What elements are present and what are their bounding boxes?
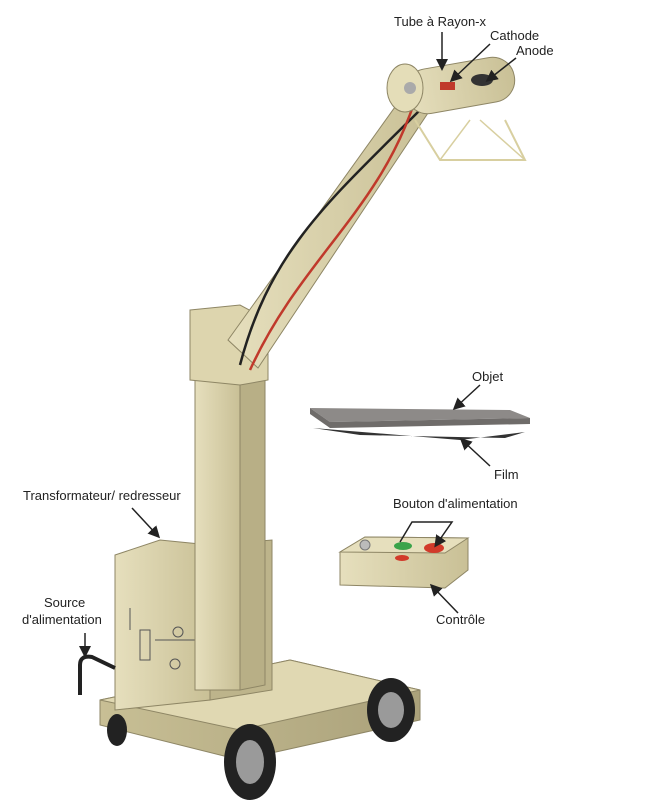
cable-black [238, 109, 421, 366]
label-source-line2: d'alimentation [22, 612, 102, 627]
arm [227, 99, 431, 371]
control-box [338, 536, 470, 589]
label-transformateur: Transformateur/ redresseur [23, 488, 181, 503]
label-source-line1: Source [44, 595, 86, 610]
label-arrows [79, 32, 517, 658]
cable-red [248, 99, 417, 371]
label-film: Film [494, 467, 519, 482]
object-film [310, 408, 530, 440]
power-cord [78, 654, 116, 695]
red-button [424, 543, 444, 553]
wheels [107, 678, 415, 800]
label-controle: Contrôle [436, 612, 486, 627]
green-button [394, 542, 412, 550]
label-cathode: Cathode [490, 28, 540, 43]
label-bouton: Bouton d'alimentation [393, 496, 518, 511]
anode-part [471, 74, 493, 86]
label-tube: Tube à Rayon-x [394, 14, 487, 29]
label-anode: Anode [516, 43, 554, 58]
label-objet: Objet [472, 369, 504, 384]
cathode-part [440, 82, 455, 90]
